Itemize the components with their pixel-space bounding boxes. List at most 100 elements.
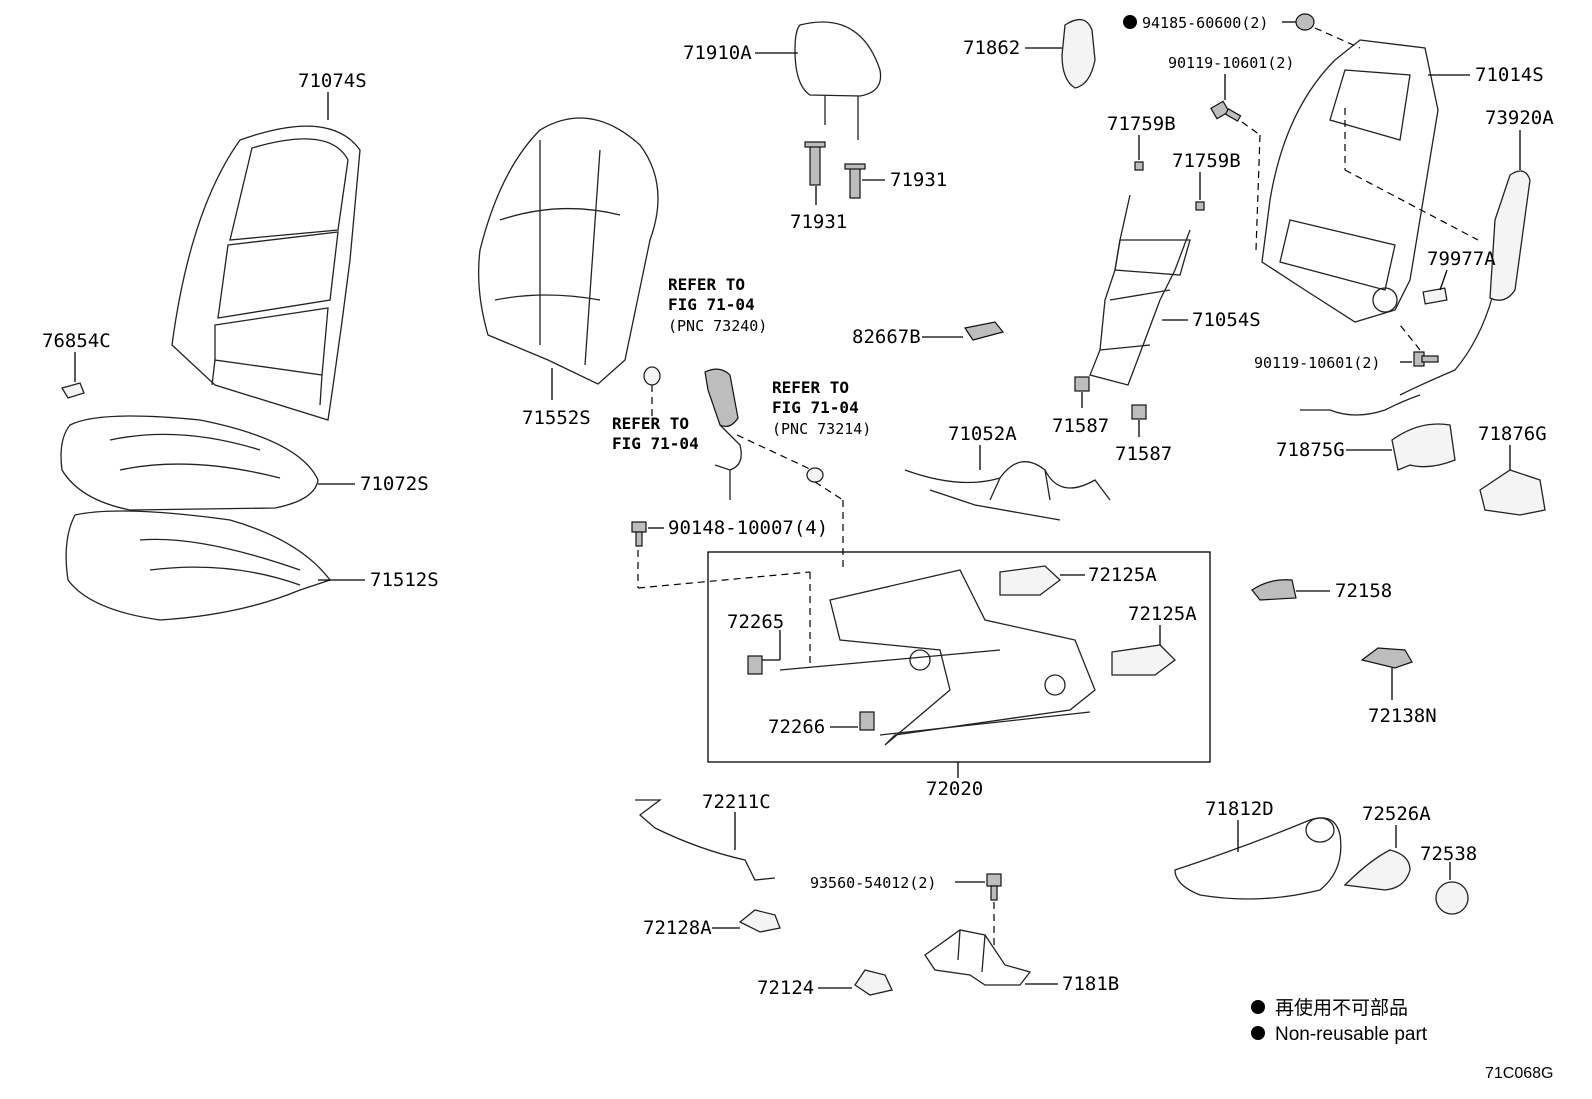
part-label-94185: 94185-60600(2) (1142, 14, 1268, 32)
part-label-72020: 72020 (926, 778, 983, 800)
cover-71876G-drawing (1479, 469, 1546, 516)
part-label-72125A-lower: 72125A (1128, 603, 1197, 625)
part-label-72526A: 72526A (1362, 803, 1431, 825)
cover-72125A-upper-drawing (999, 565, 1062, 596)
refer-3-line1: REFER TO (612, 414, 689, 433)
part-label-71910A: 71910A (683, 42, 752, 64)
part-label-71512S: 71512S (370, 569, 439, 591)
refer-1-line3: (PNC 73240) (668, 317, 767, 335)
airbag-harness-drawing (1300, 394, 1421, 416)
part-label-93560: 93560-54012(2) (810, 874, 936, 892)
seatback-cover-drawing (171, 125, 361, 421)
bolt-90119-upper-drawing (1210, 100, 1242, 122)
part-label-71072S: 71072S (360, 473, 429, 495)
part-label-82667B: 82667B (852, 326, 921, 348)
part-label-71587-left: 71587 (1052, 415, 1109, 437)
part-label-71931-left: 71931 (790, 211, 847, 233)
cover-72125A-lower-drawing (1111, 644, 1176, 676)
legend-marker-en (1251, 1026, 1265, 1040)
cap-72538-drawing (1435, 881, 1469, 915)
nut-94185-drawing (1295, 13, 1315, 31)
non-reusable-marker-94185 (1123, 15, 1137, 29)
part-label-71054S: 71054S (1192, 309, 1261, 331)
part-label-72125A-upper: 72125A (1088, 564, 1157, 586)
part-label-71014S: 71014S (1475, 64, 1544, 86)
part-label-71759B-lower: 71759B (1172, 150, 1241, 172)
clip-76854C-drawing (61, 382, 85, 399)
part-label-71875G: 71875G (1276, 439, 1345, 461)
headrest-guide-right-drawing (844, 163, 866, 199)
refer-2-line2: FIG 71-04 (772, 398, 859, 417)
lumbar-support-drawing (1089, 194, 1191, 386)
refer-3-line2: FIG 71-04 (612, 434, 699, 453)
bolt-90148-drawing (631, 521, 647, 547)
rod-72211C-drawing (635, 799, 776, 881)
label-79977A-drawing (1422, 287, 1448, 305)
part-label-90148: 90148-10007(4) (668, 517, 828, 539)
clip-71587-right-drawing (1131, 404, 1147, 420)
side-cover-71862-drawing (1061, 18, 1096, 89)
shield-71812D-drawing (1174, 817, 1342, 900)
part-label-72266: 72266 (768, 716, 825, 738)
clip-71587-left-drawing (1074, 376, 1090, 392)
cover-72266-drawing (859, 711, 875, 731)
cover-72158-drawing (1251, 579, 1297, 601)
part-label-71052A: 71052A (948, 423, 1017, 445)
headrest-drawing (794, 21, 882, 140)
refer-1-line1: REFER TO (668, 275, 745, 294)
clip-71759B-lower-drawing (1195, 201, 1205, 211)
knob-72526A-drawing (1343, 849, 1411, 891)
legend-text-jp: 再使用不可部品 (1275, 997, 1408, 1019)
cover-71875G-drawing (1391, 423, 1456, 471)
part-label-90119-lower: 90119-10601(2) (1254, 354, 1380, 372)
bracket-7181B-drawing (924, 929, 1032, 986)
seatbelt-buckle-drawing (704, 368, 742, 500)
cover-72265-drawing (747, 655, 763, 675)
bolt-93560-drawing (986, 873, 1002, 901)
part-label-71876G: 71876G (1478, 423, 1547, 445)
part-label-71931-right: 71931 (890, 169, 947, 191)
figure-code: 71C068G (1485, 1065, 1554, 1082)
seatback-pad-drawing (477, 117, 659, 385)
legend-marker-jp (1251, 1000, 1265, 1014)
legend-text-en: Non-reusable part (1275, 1024, 1428, 1045)
airbag-73920A-drawing (1399, 170, 1531, 396)
part-label-72124: 72124 (757, 977, 814, 999)
grommet-ref3-drawing (643, 366, 661, 386)
cover-72128A-drawing (738, 909, 781, 933)
refer-1-line2: FIG 71-04 (668, 295, 755, 314)
part-label-90119-upper: 90119-10601(2) (1168, 54, 1294, 72)
part-label-72138N: 72138N (1368, 705, 1437, 727)
spring-wire-71052A-drawing (904, 461, 1111, 521)
headrest-guide-left-drawing (804, 141, 826, 186)
part-label-72265: 72265 (727, 611, 784, 633)
bolt-90119-lower-drawing (1413, 351, 1439, 367)
part-label-79977A: 79977A (1427, 248, 1496, 270)
cushion-cover-drawing (60, 415, 319, 511)
part-label-71587-right: 71587 (1115, 443, 1172, 465)
cover-72124-drawing (854, 969, 893, 996)
part-label-71862: 71862 (963, 37, 1020, 59)
part-label-71074S: 71074S (298, 70, 367, 92)
refer-2-line1: REFER TO (772, 378, 849, 397)
part-label-71812D: 71812D (1205, 798, 1274, 820)
cover-72138N-drawing (1360, 647, 1413, 669)
cushion-pad-drawing (65, 510, 332, 621)
part-label-72211C: 72211C (702, 791, 771, 813)
part-label-76854C: 76854C (42, 330, 111, 352)
part-label-72538: 72538 (1420, 843, 1477, 865)
part-label-73920A: 73920A (1485, 107, 1554, 129)
seatback-frame-drawing (1261, 39, 1439, 323)
grommet-ref2-drawing (806, 467, 824, 483)
track-assy-box (707, 551, 1211, 763)
connector-82667B-drawing (964, 321, 1005, 341)
seat-track-frame-drawing (779, 569, 1096, 746)
part-label-7181B: 7181B (1062, 973, 1119, 995)
part-label-72158: 72158 (1335, 580, 1392, 602)
part-label-71759B-upper: 71759B (1107, 113, 1176, 135)
refer-2-line3: (PNC 73214) (772, 420, 871, 438)
clip-71759B-upper-drawing (1134, 161, 1144, 171)
part-label-71552S: 71552S (522, 407, 591, 429)
part-label-72128A: 72128A (643, 917, 712, 939)
